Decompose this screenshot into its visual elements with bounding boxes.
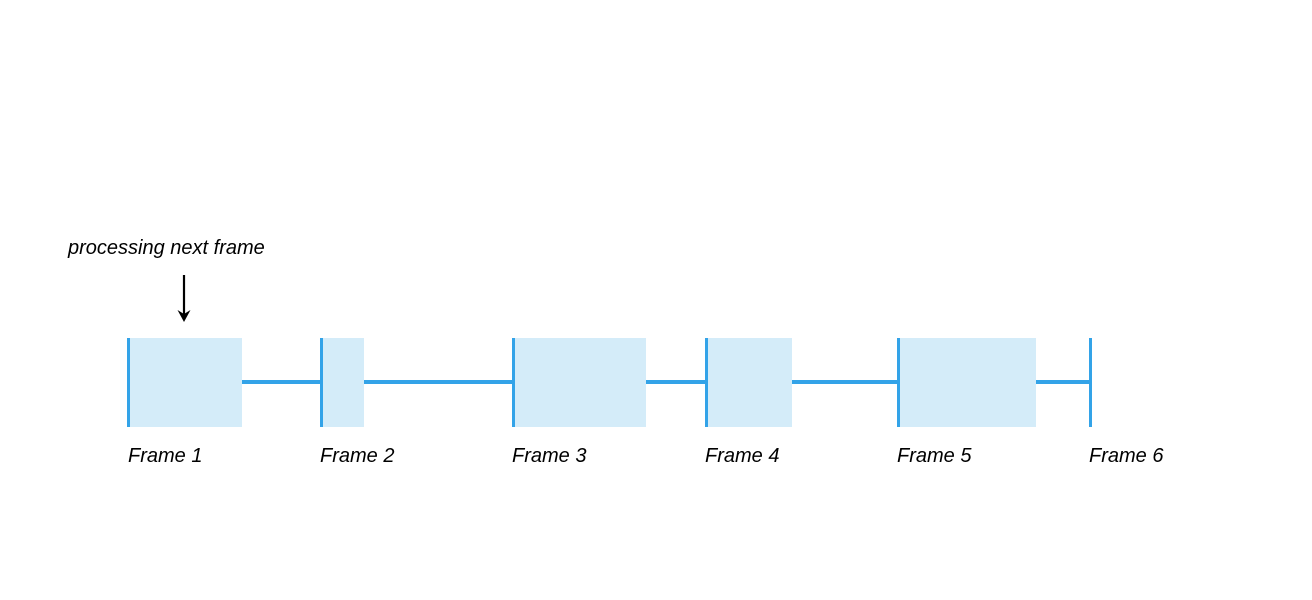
frame-label-2: Frame 2 <box>320 445 395 467</box>
frame-tick-5 <box>897 338 900 427</box>
frame-tick-3 <box>512 338 515 427</box>
frame-block-5 <box>897 338 1036 427</box>
frame-block-4 <box>705 338 792 427</box>
frame-tick-2 <box>320 338 323 427</box>
frame-label-6: Frame 6 <box>1089 445 1164 467</box>
frame-block-2 <box>320 338 364 427</box>
frame-block-3 <box>512 338 646 427</box>
down-arrow-icon <box>177 275 191 322</box>
frame-tick-4 <box>705 338 708 427</box>
frame-label-5: Frame 5 <box>897 445 972 467</box>
frame-block-1 <box>127 338 242 427</box>
frame-label-1: Frame 1 <box>128 445 203 467</box>
frame-tick-1 <box>127 338 130 427</box>
frame-label-3: Frame 3 <box>512 445 587 467</box>
processing-next-frame-annotation: processing next frame <box>68 237 265 259</box>
frame-label-4: Frame 4 <box>705 445 780 467</box>
frame-tick-6 <box>1089 338 1092 427</box>
